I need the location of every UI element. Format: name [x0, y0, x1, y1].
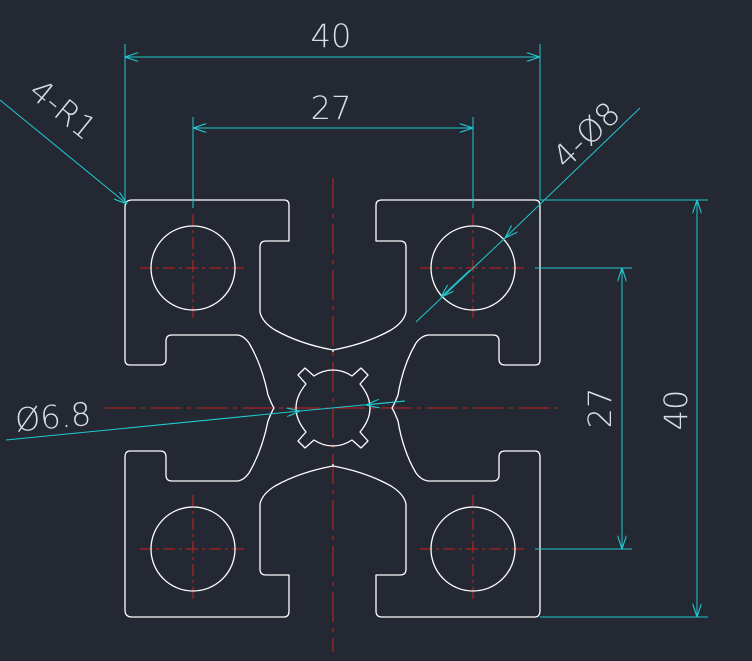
leader-hole-diameter	[505, 107, 641, 238]
label-center-bore: Ø6.8	[13, 395, 92, 439]
dimension-labels: 40 27 40 27 4-R1 4-Ø8 Ø6.8	[13, 17, 695, 439]
corner-block-bottom-right	[332, 450, 541, 618]
label-hole-spacing-v: 27	[581, 388, 619, 429]
label-hole-spacing-h: 27	[311, 89, 352, 127]
hole-top-right	[430, 225, 516, 311]
corner-block-bottom-left	[124, 450, 334, 618]
label-overall-height: 40	[657, 390, 695, 431]
label-hole-diameter: 4-Ø8	[545, 94, 628, 176]
dimensions	[0, 44, 708, 618]
label-overall-width: 40	[311, 17, 352, 55]
hole-bottom-left	[150, 506, 236, 592]
centerlines	[105, 178, 558, 652]
leader-corner-radius	[0, 99, 127, 204]
hole-top-left	[150, 225, 236, 311]
leader-center-bore-arrow2	[366, 401, 406, 405]
label-corner-radius: 4-R1	[22, 71, 104, 147]
leader-center-bore	[5, 411, 300, 441]
corner-block-top-left	[124, 199, 334, 366]
corner-block-top-right	[332, 199, 541, 366]
web-left	[248, 342, 275, 474]
hole-bottom-right	[430, 506, 516, 592]
profile-outline	[124, 199, 541, 618]
leader-hole-diameter-ext	[415, 237, 506, 323]
web-right	[391, 342, 417, 474]
leader-hole-diameter-arrow2	[441, 269, 471, 297]
